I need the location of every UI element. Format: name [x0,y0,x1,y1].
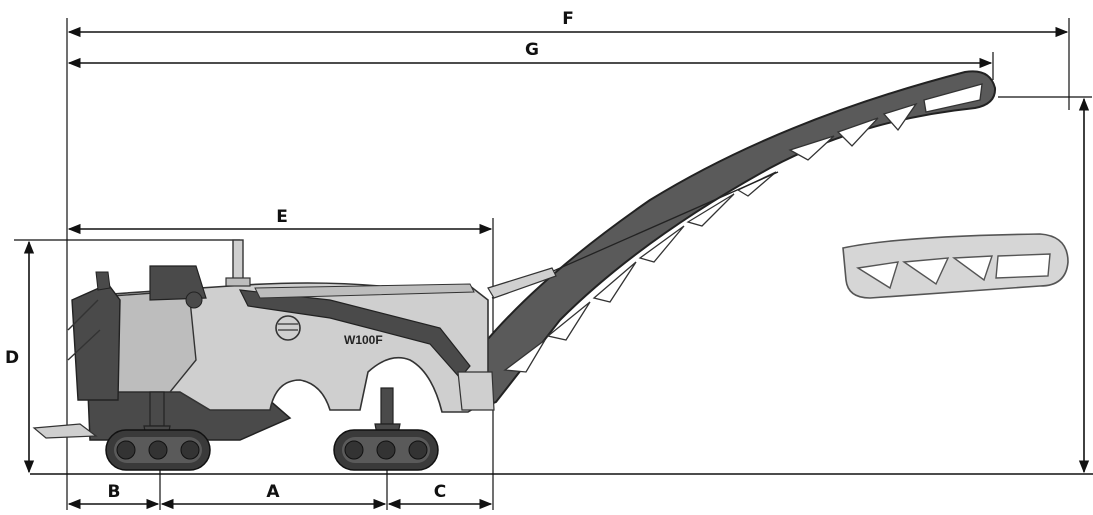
front-track [333,429,439,471]
label-b: B [108,482,121,502]
milling-machine: W100F [32,239,495,457]
model-label: W100F [344,333,383,347]
label-d: D [5,348,19,368]
discharge-conveyor [461,70,997,406]
label-f: F [562,9,574,29]
label-g: G [525,40,539,60]
label-a: A [266,482,280,502]
folded-conveyor [842,233,1069,299]
label-c: C [434,482,446,502]
label-e: E [276,207,288,227]
rear-track [105,429,211,471]
